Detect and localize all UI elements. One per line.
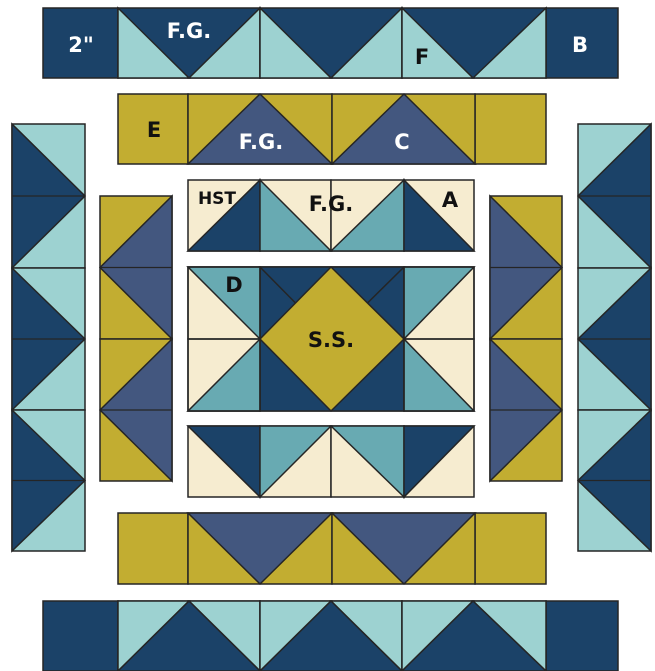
bottom-row-goose-0 <box>116 599 262 671</box>
bottom-navy-left <box>42 600 119 671</box>
flying-geese-top-side-b-2 <box>471 6 547 79</box>
label-fg-top: F.G. <box>167 19 211 43</box>
square-in-square <box>258 265 406 413</box>
label-a: A <box>442 188 459 212</box>
label-2-inch: 2" <box>68 33 94 57</box>
label-fg-inner: F.G. <box>309 192 353 216</box>
inner-bottom-teal-a <box>259 425 333 499</box>
bottom-row-goose-1 <box>258 599 404 671</box>
label-c: C <box>394 130 409 154</box>
hst-a-navy <box>403 178 476 252</box>
bottom-navy-right <box>545 600 619 671</box>
label-d: D <box>225 273 242 297</box>
flying-geese-top-side-a-1 <box>259 6 333 79</box>
flying-geese-mid-goose-0 <box>186 92 334 165</box>
bottom-mustard-left <box>117 512 189 585</box>
bottom-geese-goose-1 <box>330 512 477 586</box>
label-e: E <box>147 118 161 142</box>
label-f: F <box>415 45 429 69</box>
patch-b-right <box>545 7 619 79</box>
inner-bottom-navy-b <box>403 425 476 499</box>
bottom-row-goose-2 <box>400 599 548 671</box>
centre-cell-outline <box>187 338 261 412</box>
label-hst: HST <box>198 189 236 209</box>
patch-e-right <box>474 93 547 165</box>
bottom-geese-goose-0 <box>186 512 334 586</box>
flying-geese-top-side-a-2 <box>401 6 475 79</box>
flying-geese-top-side-a-0 <box>117 6 191 79</box>
quilt-pieces <box>11 6 652 671</box>
centre-cell-outline <box>403 338 475 412</box>
label-b: B <box>572 33 588 57</box>
label-ss: S.S. <box>308 328 354 352</box>
label-fg-mid: F.G. <box>239 130 283 154</box>
patch-e-left <box>117 93 189 165</box>
flying-geese-mid-goose-1 <box>330 92 477 165</box>
bottom-mustard-right <box>474 512 547 585</box>
fg-inner-side-a <box>259 178 333 252</box>
patch-b-left <box>42 7 119 79</box>
